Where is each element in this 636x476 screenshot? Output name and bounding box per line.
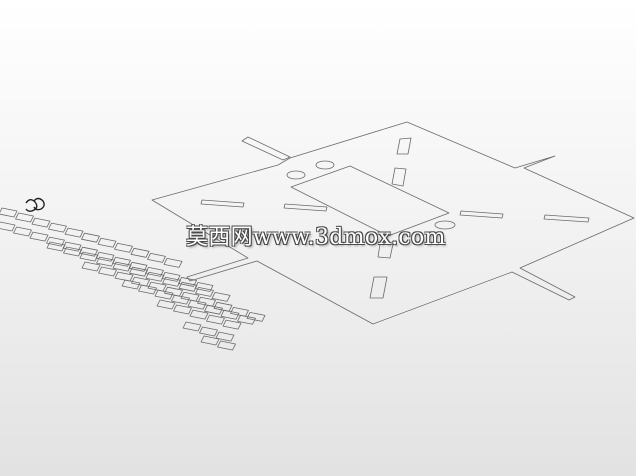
component-block: [204, 304, 223, 315]
watermark-text: 莫西网www.3dmox.com: [186, 225, 446, 250]
component-block: [97, 237, 117, 248]
component-block: [206, 314, 225, 325]
component-block: [63, 246, 82, 257]
component-block: [121, 279, 141, 290]
component-block: [95, 251, 115, 262]
component-block: [154, 289, 174, 300]
component-block: [81, 261, 101, 272]
component-block: [112, 256, 131, 267]
component-block: [29, 231, 49, 242]
slot-top: [396, 137, 412, 155]
center-panel-outline: [290, 165, 450, 237]
slot-upper-center: [391, 167, 407, 187]
component-block: [46, 241, 66, 252]
component-block: [156, 299, 176, 310]
component-block: [199, 326, 218, 337]
component-block: [195, 286, 214, 297]
mount-hole-left: [286, 170, 306, 180]
component-block: [194, 282, 214, 292]
component-block: [31, 217, 51, 228]
component-block: [0, 221, 16, 232]
component-block: [215, 331, 235, 342]
component-block: [13, 226, 32, 237]
component-block: [182, 321, 202, 332]
frame-arm-slot-top-left: [241, 136, 291, 161]
component-block: [173, 304, 192, 315]
component-block: [200, 335, 220, 346]
slot-right-inner: [459, 210, 504, 219]
component-block: [0, 207, 18, 218]
component-block: [145, 271, 165, 282]
component-block: [147, 252, 166, 263]
component-block: [178, 277, 197, 287]
slot-lower-center: [377, 243, 394, 259]
component-block: [79, 251, 99, 262]
component-marker: [25, 197, 45, 212]
component-block: [162, 276, 181, 287]
component-block: [81, 232, 100, 243]
component-block: [64, 227, 84, 238]
slot-center-left: [283, 203, 328, 212]
component-rows: [0, 207, 266, 351]
component-block: [98, 266, 117, 277]
mount-hole-right: [315, 160, 335, 170]
slot-left: [200, 199, 245, 208]
frame-plate-outline: [151, 121, 635, 325]
component-block: [15, 212, 34, 223]
component-block: [163, 258, 183, 268]
component-block: [96, 256, 115, 267]
component-block: [161, 272, 181, 282]
component-block: [48, 222, 67, 233]
slot-bottom: [369, 276, 388, 299]
component-block: [129, 266, 148, 277]
component-block: [130, 247, 150, 258]
component-block: [211, 292, 231, 302]
component-block: [171, 294, 190, 305]
component-block: [46, 236, 65, 247]
component-block: [62, 241, 82, 252]
component-block: [114, 242, 133, 253]
component-block: [138, 284, 157, 295]
mount-hole-lower: [434, 220, 456, 230]
component-block: [178, 281, 198, 292]
component-block: [187, 299, 207, 310]
component-block: [128, 261, 148, 272]
slot-right-outer: [543, 214, 590, 223]
component-block: [112, 261, 132, 272]
component-block: [189, 309, 209, 320]
component-block: [222, 319, 242, 330]
component-block: [217, 340, 236, 351]
component-block: [220, 309, 240, 320]
component-block: [237, 314, 256, 325]
component-block: [79, 246, 98, 257]
component-block: [145, 266, 164, 277]
